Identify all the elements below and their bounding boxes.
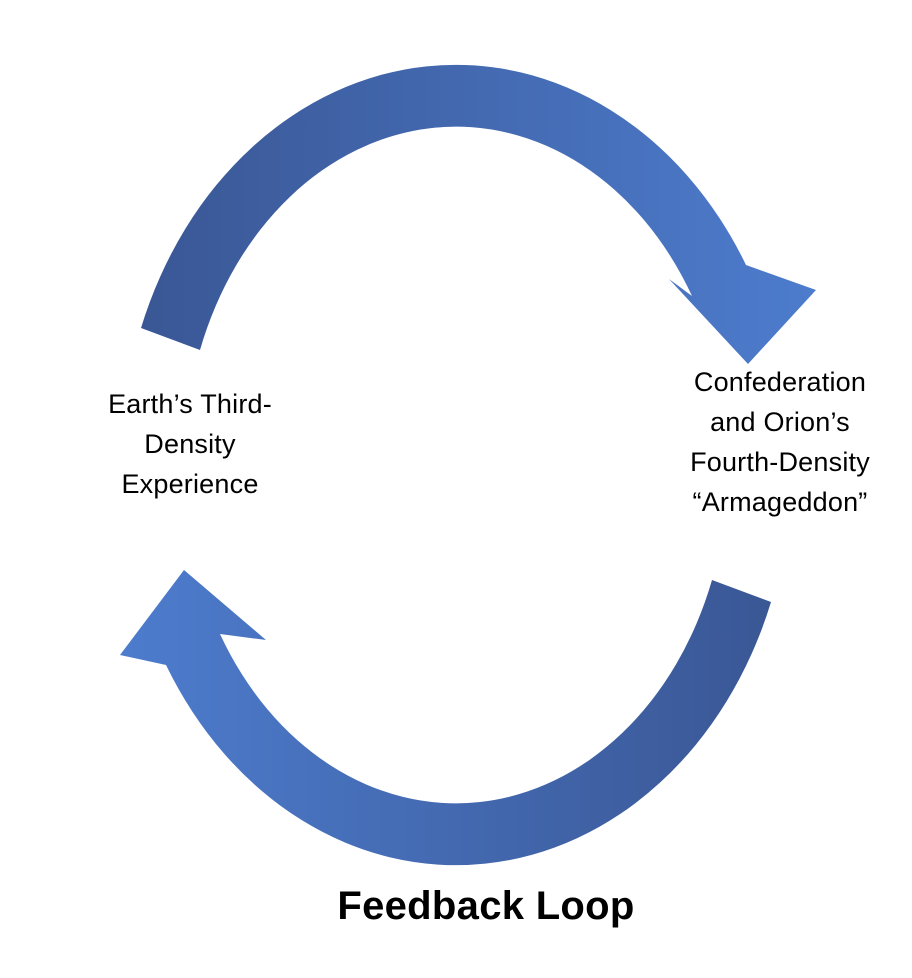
bottom-arc-arrow-icon <box>120 570 771 866</box>
top-arc-arrow-icon <box>141 64 816 365</box>
left-node-label: Earth’s Third- Density Experience <box>108 389 272 499</box>
right-node-label: Confederation and Orion’s Fourth-Density… <box>690 367 870 517</box>
diagram-title: Feedback Loop <box>337 884 635 928</box>
